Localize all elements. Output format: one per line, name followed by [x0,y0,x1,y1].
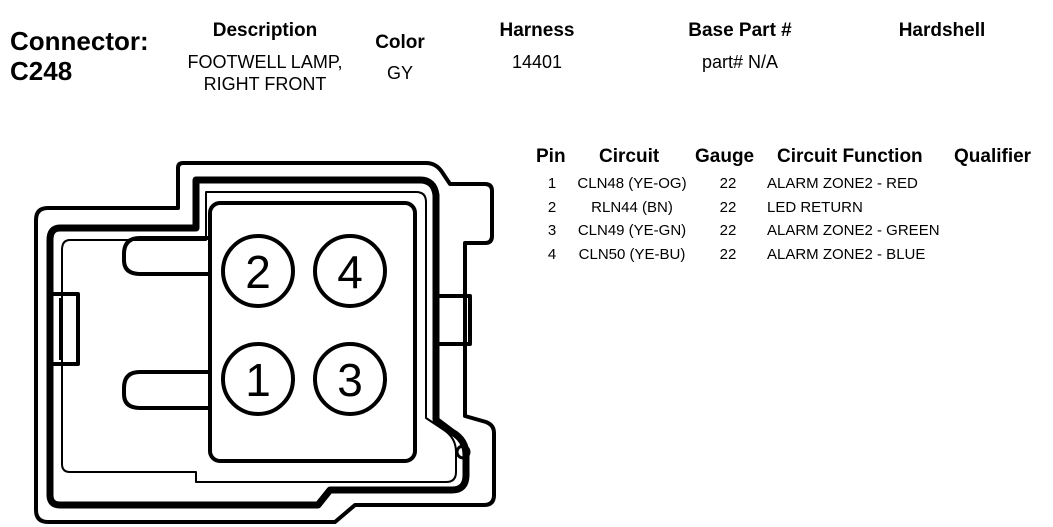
cavity-4-circle [313,234,387,308]
harness-header: Harness [499,20,575,41]
base-part-header: Base Part # [688,20,792,41]
lower-rib [122,370,210,410]
pin-function: LED RETURN [767,199,863,216]
cavity-block [208,201,417,463]
gauge-header: Gauge [695,146,755,167]
cavity-2-label: 2 [245,246,271,298]
pin-number: 1 [547,175,557,192]
pin-number: 4 [547,246,557,263]
housing-outer-outline [34,161,496,524]
circuit-header: Circuit [599,146,660,167]
base-part-value: part# N/A [701,52,779,72]
description-header: Description [212,20,318,41]
upper-rib [122,236,210,276]
connector-id: C248 [10,56,73,86]
pin-circuit: CLN49 (YE-GN) [577,222,687,239]
pin-circuit: CLN48 (YE-OG) [577,175,687,192]
color-value: GY [386,63,413,83]
description-line-2: RIGHT FRONT [203,74,327,94]
left-latch [48,292,80,366]
pin-number: 2 [547,199,557,216]
pin-header: Pin [536,146,566,167]
pin-gauge: 22 [719,222,737,239]
description-line-1: FOOTWELL LAMP, [187,52,343,72]
cavity-4-label: 4 [337,246,363,298]
cavity-3-circle [313,342,387,416]
cavity-1-label: 1 [245,354,271,406]
harness-value: 14401 [511,52,563,72]
cavity-3-label: 3 [337,354,363,406]
color-header: Color [375,32,425,53]
qualifier-header: Qualifier [954,146,1032,167]
pin-gauge: 22 [719,175,737,192]
mounting-hole [455,444,471,460]
circuit-function-header: Circuit Function [777,146,923,167]
pin-function: ALARM ZONE2 - BLUE [767,246,926,263]
pin-circuit: CLN50 (YE-BU) [578,246,686,263]
right-side-tab [434,294,472,346]
pin-gauge: 22 [719,246,737,263]
housing-inner-outline [46,176,470,509]
pin-gauge: 22 [719,199,737,216]
description-value: FOOTWELL LAMP, RIGHT FRONT [160,51,370,95]
cavity-1-circle [221,342,295,416]
hardshell-header: Hardshell [898,20,986,41]
housing-inner-line [61,191,457,483]
connector-label: Connector: C248 [10,26,149,86]
connector-label-text: Connector: [10,26,149,56]
pin-function: ALARM ZONE2 - GREEN [767,222,940,239]
pin-circuit: RLN44 (BN) [591,199,673,216]
pin-number: 3 [547,222,557,239]
pin-function: ALARM ZONE2 - RED [767,175,918,192]
cavity-2-circle [221,234,295,308]
